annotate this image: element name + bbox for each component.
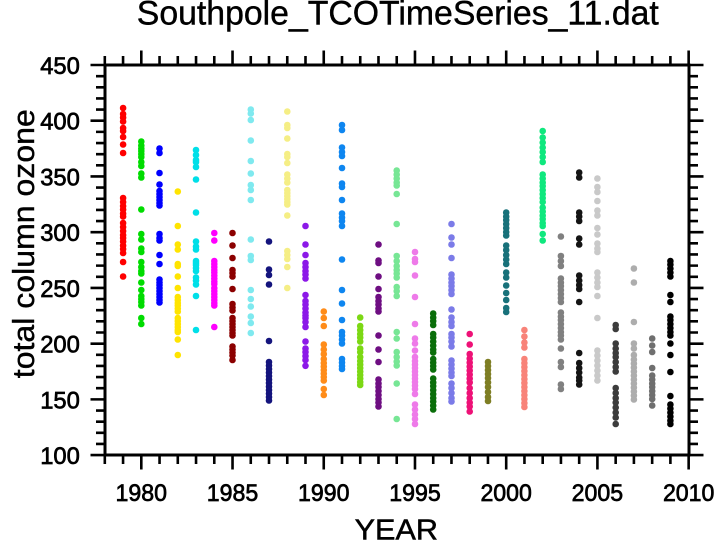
svg-text:1980: 1980 xyxy=(116,480,168,507)
svg-text:350: 350 xyxy=(40,165,80,192)
svg-text:450: 450 xyxy=(40,53,80,80)
svg-text:400: 400 xyxy=(40,109,80,136)
svg-text:1995: 1995 xyxy=(389,480,441,507)
svg-text:250: 250 xyxy=(40,276,80,303)
svg-text:150: 150 xyxy=(40,387,80,414)
svg-text:1985: 1985 xyxy=(207,480,259,507)
svg-text:2005: 2005 xyxy=(572,480,624,507)
svg-text:Southpole_TCOTimeSeries_11.dat: Southpole_TCOTimeSeries_11.dat xyxy=(137,0,660,33)
svg-text:2000: 2000 xyxy=(480,480,532,507)
svg-text:1990: 1990 xyxy=(298,480,350,507)
svg-text:100: 100 xyxy=(40,443,80,470)
svg-text:200: 200 xyxy=(40,332,80,359)
svg-text:2010: 2010 xyxy=(663,480,714,507)
svg-text:total column ozone: total column ozone xyxy=(6,109,41,378)
svg-text:300: 300 xyxy=(40,220,80,247)
svg-text:YEAR: YEAR xyxy=(355,514,438,541)
